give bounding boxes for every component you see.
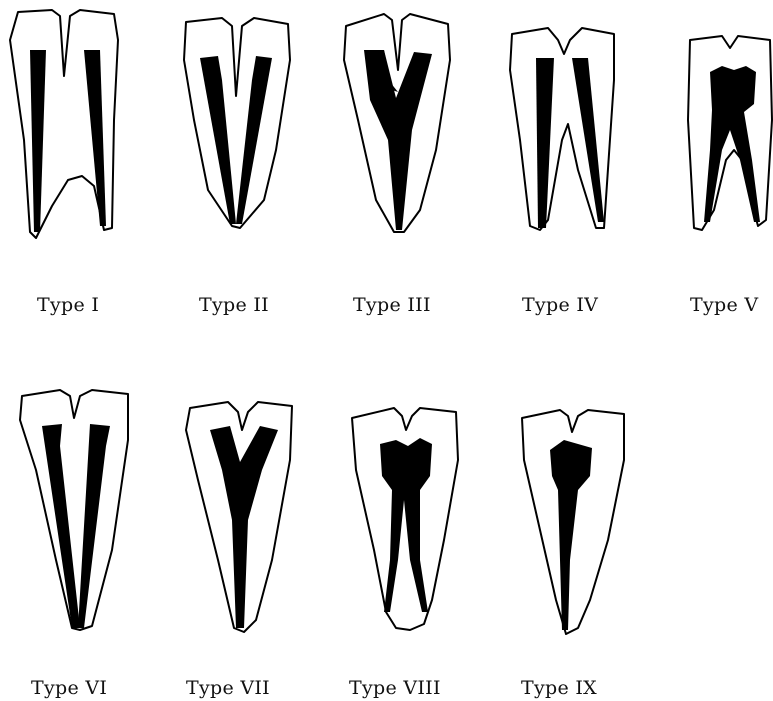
tooth-type-1 — [10, 10, 118, 238]
label-type-4: Type IV — [522, 294, 598, 316]
tooth-type-5 — [688, 36, 772, 230]
tooth-type-7 — [186, 402, 292, 632]
tooth-type-9 — [522, 410, 624, 634]
tooth-type-2 — [184, 18, 290, 228]
tooth-type-4 — [510, 28, 614, 230]
tooth-type-6 — [20, 390, 128, 630]
label-type-5: Type V — [690, 294, 758, 316]
label-type-8: Type VIII — [349, 677, 441, 699]
tooth-type-3 — [344, 14, 450, 232]
tooth-type-8 — [352, 408, 458, 630]
label-type-9: Type IX — [521, 677, 597, 699]
label-type-7: Type VII — [186, 677, 270, 699]
label-type-2: Type II — [199, 294, 269, 316]
label-type-1: Type I — [37, 294, 99, 316]
label-type-3: Type III — [353, 294, 431, 316]
label-type-6: Type VI — [31, 677, 107, 699]
